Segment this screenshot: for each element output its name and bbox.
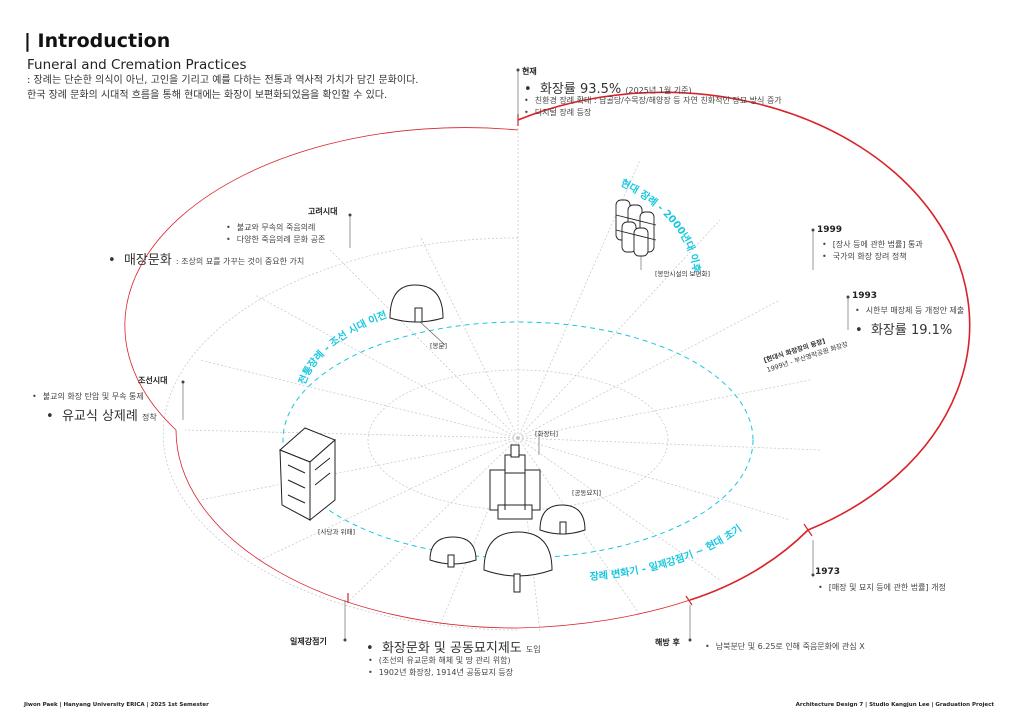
era-liberation-label: 해방 후: [655, 638, 680, 647]
intro-line-2: 한국 장례 문화의 시대적 흐름을 통해 현대에는 화장이 보편화되었음을 확인…: [27, 90, 388, 101]
era-colonial-label: 일제강점기: [290, 637, 327, 646]
cemetery-icon: [429, 504, 586, 593]
era-1973-items: •[매장 및 묘지 등에 관한 법률] 개정: [818, 583, 946, 592]
leaders: [182, 70, 849, 640]
era-ring: [282, 321, 754, 559]
era-colonial-headline: • 화장문화 및 공동묘지제도 도입: [366, 641, 541, 656]
inner-ring: [367, 369, 669, 511]
label-gongdong: [공동묘지]: [572, 489, 601, 497]
outer-timeline-ring: [124, 127, 519, 629]
era-joseon-label: 조선시대: [138, 376, 168, 385]
label-bongan: [봉안시설의 보편화]: [655, 270, 710, 278]
footer-right: Architecture Design 7 | Studio Kangjun L…: [795, 702, 994, 708]
svg-text:장례 변화기 - 일제강점기 ~ 현대 초기: 장례 변화기 - 일제강점기 ~ 현대 초기: [589, 522, 744, 583]
era-joseon-headline: • 유교식 상제례 정착: [46, 409, 157, 424]
era-1999-items: •[장사 등에 관한 법률] 통과 •국가의 화장 장려 정책: [822, 240, 923, 261]
era-1993-headline: • 화장률 19.1%: [855, 323, 953, 338]
timeline-ticks: [347, 114, 813, 606]
bongbun-icon: [389, 284, 444, 323]
footer-left: Jiwon Paek | Hanyang University ERICA | …: [24, 702, 209, 708]
crematorium-icon: [489, 444, 541, 520]
era-goryeo-label: 고려시대: [308, 207, 338, 216]
intro-line-1: : 장례는 단순한 의식이 아닌, 고인을 기리고 예를 다하는 전통과 역사적…: [27, 75, 419, 86]
modern-timeline-arc: [517, 91, 971, 601]
era-goryeo-headline: • 매장문화 : 조상의 묘를 가꾸는 것이 중요한 가치: [108, 253, 305, 268]
era-1999-label: 1999: [817, 225, 843, 235]
page-title: | Introduction: [24, 30, 171, 52]
intro-text: : 장례는 단순한 의식이 아닌, 고인을 기리고 예를 다하는 전통과 역사적…: [27, 73, 418, 103]
era-1973-label: 1973: [815, 567, 841, 577]
shrine-icon: [279, 427, 336, 522]
era-1993-label: 1993: [852, 291, 878, 301]
era-present-label: 현재: [522, 67, 537, 76]
page-subtitle: Funeral and Cremation Practices: [27, 57, 247, 73]
era-1993-items: •시한부 매장제 등 개정안 제출: [855, 306, 965, 315]
era-present-headline: • 화장률 93.5% (2025년 1월 기준): [524, 82, 692, 97]
arc-label-burial: 전통장례 - 조선 시대 이전: [296, 308, 389, 386]
label-sadang: [사당과 위패]: [318, 528, 356, 536]
era-present-items: •친환경 장례 확대 : 납골당/수목장/해양장 등 자연 친화적인 장묘 방식…: [524, 96, 782, 117]
svg-text:전통장례 - 조선 시대 이전: 전통장례 - 조선 시대 이전: [296, 308, 389, 386]
outer-guide-ring: [162, 237, 519, 631]
era-joseon-items: •불교의 화장 탄압 및 무속 통제: [32, 392, 144, 401]
era-colonial-items: •(조선의 유교문화 해체 및 땅 관리 위함) •1902년 화장장, 191…: [368, 656, 514, 677]
columbarium-icon: [615, 199, 657, 257]
label-hwajangteo: [화장터]: [535, 430, 559, 438]
era-goryeo-items: •불교와 무속의 죽음의례 •다양한 죽음의례 문화 공존: [226, 223, 326, 244]
era-liberation-items: •남북분단 및 6.25로 인해 죽음문화에 관심 X: [705, 642, 865, 651]
label-bongbun: [봉분]: [430, 342, 448, 350]
arc-label-colonial: 장례 변화기 - 일제강점기 ~ 현대 초기: [589, 522, 744, 583]
